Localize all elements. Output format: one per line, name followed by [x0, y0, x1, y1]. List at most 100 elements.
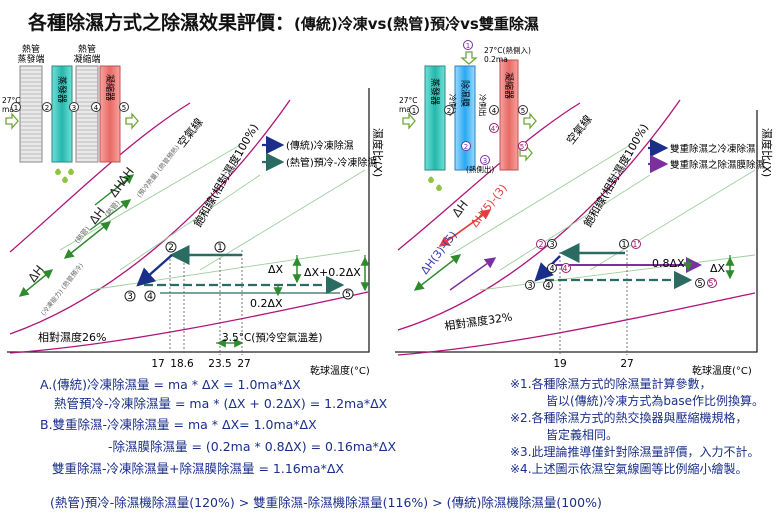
note-1b: 皆以(傳統)冷凍方式為base作比例換算。 [546, 394, 764, 408]
right-equipment: 蒸發器 除濕膜 凝縮器 冷側入 冷側出 (熱側出) 27°C(熱側入) 0.2m… [399, 40, 537, 191]
right-axes [395, 110, 758, 353]
svg-text:3: 3 [72, 104, 76, 112]
right-tick-0: 19 [553, 358, 566, 370]
right-points: 1 1' 2 3 4 4' 3 4 5 5' [525, 239, 717, 290]
right-dh-purple-arrow [449, 257, 497, 291]
left-guide-lines [59, 144, 366, 291]
right-air-label: 空氣線 [563, 112, 594, 147]
left-points: 1 2 3 4 5 [124, 241, 354, 302]
note-4: ※4.上述圖示依濕空氣線圖等比例縮小繪製。 [510, 462, 748, 476]
svg-text:5: 5 [521, 107, 525, 115]
left-legend: (傳統)冷凍除濕 (熱管)預冷-冷凍除濕 [262, 135, 377, 172]
right-dh-1: ΔH [449, 198, 471, 220]
formula-b2: -除濕膜除濕量 = (0.2ma * 0.8ΔX) = 0.16ma*ΔX [108, 439, 397, 454]
svg-text:1: 1 [412, 107, 416, 115]
svg-text:5': 5' [708, 279, 715, 288]
left-dh-arrow-2 [89, 199, 132, 231]
svg-text:5: 5 [122, 104, 126, 112]
svg-text:4: 4 [94, 104, 99, 112]
svg-text:5: 5 [697, 279, 702, 288]
left-flow-arrows [5, 112, 139, 130]
left-rh-curve [9, 291, 369, 354]
svg-text:1: 1 [14, 104, 18, 112]
title-main: 各種除濕方式之除濕效果評價： [28, 12, 295, 34]
left-hp-cond-unit [75, 65, 99, 163]
left-air-label: 空氣線 [174, 115, 205, 150]
left-tick-0: 17 [151, 358, 164, 370]
right-x-axis-label: 乾球溫度(°C) [692, 364, 752, 377]
right-legend-1: 雙重除濕之冷凍除濕 [670, 143, 756, 155]
svg-text:3: 3 [549, 240, 554, 249]
right-evaporator-label: 蒸發器 [429, 78, 441, 105]
svg-text:2: 2 [447, 107, 451, 115]
left-dx-small-label: 0.2ΔX [250, 297, 283, 310]
left-rh-label: 相對濕度26% [38, 330, 106, 344]
left-dt-label: 3.5°C(預冷空氣溫差) [222, 331, 322, 344]
left-sat-label: 飽和線(相對濕度100%) [190, 121, 261, 229]
formula-a1: A.(傳統)冷凍除濕量 = ma * ΔX = 1.0ma*ΔX [40, 377, 301, 392]
right-evaporator-unit [424, 65, 446, 171]
left-tick-1: 18.6 [170, 358, 194, 370]
svg-text:5: 5 [345, 290, 351, 300]
right-legend: 雙重除濕之冷凍除濕 雙重除濕之除濕膜除濕 [648, 138, 766, 174]
left-chart: 1 2 3 4 5 (傳統)冷凍除濕 (熱管)預冷-冷凍除濕 空氣線 飽和線(相… [2, 43, 385, 377]
left-axes [7, 88, 370, 353]
svg-text:4: 4 [492, 107, 497, 115]
formula-b3: 雙重除濕-冷凍除濕量+除濕膜除濕量 = 1.16ma*ΔX [52, 461, 344, 476]
svg-text:2: 2 [538, 240, 543, 249]
svg-text:4: 4 [147, 292, 153, 302]
right-dx08-label: 0.8ΔX [652, 257, 685, 270]
right-dx-label: ΔX [710, 262, 726, 275]
svg-text:2: 2 [45, 104, 49, 112]
svg-text:1: 1 [621, 240, 626, 249]
left-dh-3-note: (冷凍能力) (熱管預冷) [38, 261, 85, 317]
svg-text:5': 5' [520, 143, 526, 151]
left-x-axis-label: 乾球溫度(°C) [310, 364, 370, 377]
left-path-2-3 [136, 254, 173, 287]
right-y-axis-label: 濕度比(X) [760, 128, 774, 177]
right-inlet-top-1: 27°C(熱側入) [484, 45, 531, 55]
svg-text:4: 4 [549, 264, 554, 273]
left-condenser-label: 凝縮器 [104, 74, 116, 101]
right-membrane-label: 除濕膜 [459, 80, 471, 107]
left-ticks: 17 18.6 23.5 27 [151, 358, 250, 370]
left-evaporator-unit [51, 65, 73, 163]
right-cold-in: 冷側入 [448, 94, 458, 117]
svg-text:4: 4 [545, 281, 550, 290]
note-1: ※1.各種除濕方式的除濕量計算參數， [510, 377, 712, 391]
svg-text:4': 4' [491, 125, 497, 133]
left-legend-1: (傳統)冷凍除濕 [286, 139, 354, 152]
right-tick-1: 27 [620, 358, 633, 370]
right-cold-out: 冷側出 [478, 94, 488, 117]
left-y-axis-label: 濕度比(X) [371, 128, 385, 177]
right-air-curve [397, 102, 581, 251]
left-air-curve [9, 102, 191, 253]
summary-line: (熱管)預冷-除濕機除濕量(120%) > 雙重除濕-除濕機除濕量(116%) … [50, 495, 602, 510]
svg-text:3: 3 [527, 281, 532, 290]
left-hp-evap-label: 熱管蒸發端 [17, 43, 44, 65]
svg-text:2: 2 [168, 243, 174, 253]
right-drops [428, 176, 442, 191]
left-dh-2-note: (熱管) [72, 224, 91, 245]
left-dh-arrow-3 [94, 174, 135, 206]
svg-text:1': 1' [632, 240, 639, 249]
note-2b: 皆定義相同。 [546, 428, 619, 442]
right-hot-out: (熱側出) [466, 164, 494, 174]
svg-text:1: 1 [217, 243, 223, 253]
svg-text:1: 1 [466, 42, 470, 50]
right-tick-lines [559, 250, 628, 355]
note-3: ※3.此理論推導僅針對除濕量評價，入力不計。 [510, 445, 760, 459]
left-tick-2: 23.5 [208, 358, 231, 370]
formula-b1: B.雙重除濕-冷凍除濕量 = ma * ΔX= 1.0ma*ΔX [40, 417, 317, 432]
right-chart: 1 1' 2 3 4 4' 3 4 5 5' 雙重除濕之冷凍除濕 雙重除濕之除濕… [395, 40, 774, 377]
left-hp-evap-unit [19, 65, 43, 163]
right-condenser-unit [499, 59, 519, 171]
right-rh-curve [397, 292, 756, 356]
left-dx-label: ΔX [268, 263, 284, 276]
right-inlet-temp: 27°C [399, 96, 418, 105]
right-condenser-label: 凝縮器 [503, 72, 515, 99]
left-flow-points: 1 2 3 4 5 [11, 102, 129, 112]
title-sub: (傳統)冷凍vs(熱管)預冷vs雙重除濕 [294, 15, 539, 33]
